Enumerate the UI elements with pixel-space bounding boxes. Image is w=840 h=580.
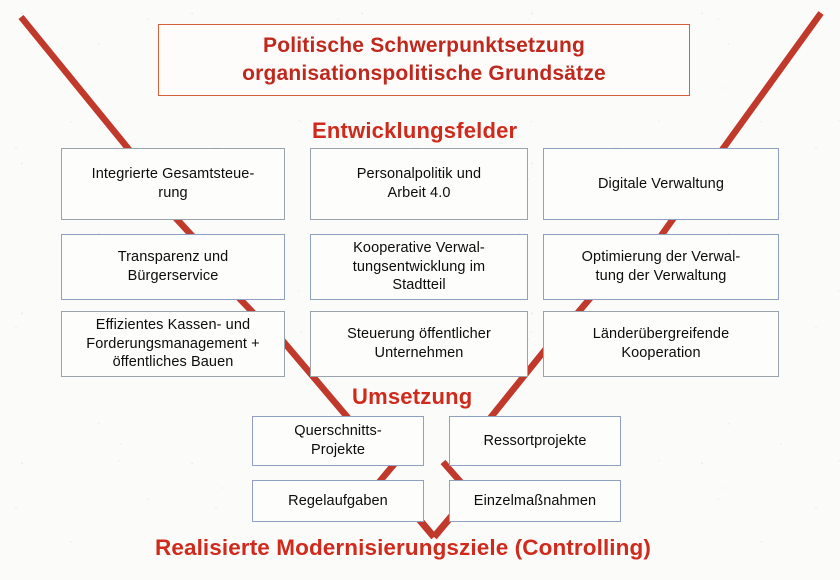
box-regelaufgaben[interactable]: Regelaufgaben: [252, 480, 424, 522]
header-title-line-2: organisationspolitische Grundsätze: [242, 62, 606, 85]
box-kooperative-verwaltungsentwicklung-im-stadtteil[interactable]: Kooperative Verwal- tungsentwicklung im …: [310, 234, 528, 300]
box-einzelmassnahmen[interactable]: Einzelmaßnahmen: [449, 480, 621, 522]
header-title-line-1: Politische Schwerpunktsetzung: [262, 34, 586, 58]
box-effizientes-kassen-und-forderungsmanagement[interactable]: Effizientes Kassen- und Forderungsmanage…: [61, 311, 285, 377]
line-top-left: [18, 14, 134, 155]
section-label-umsetzung: Umsetzung: [352, 384, 473, 409]
box-laenderuebergreifende-kooperation[interactable]: Länderübergreifende Kooperation: [543, 311, 779, 377]
box-integrierte-gesamtsteuerung[interactable]: Integrierte Gesamtsteue- rung: [61, 148, 285, 220]
header-title-box: Politische Schwerpunktsetzung organisati…: [158, 24, 690, 96]
footer-label-realisierte-modernisierungsziele: Realisierte Modernisierungsziele (Contro…: [155, 535, 651, 560]
line-top-right: [719, 11, 824, 152]
box-digitale-verwaltung[interactable]: Digitale Verwaltung: [543, 148, 779, 220]
box-transparenz-und-buergerservice[interactable]: Transparenz und Bürgerservice: [61, 234, 285, 300]
box-steuerung-oeffentlicher-unternehmen[interactable]: Steuerung öffentlicher Unternehmen: [310, 311, 528, 377]
section-label-entwicklungsfelder: Entwicklungsfelder: [312, 118, 518, 143]
box-querschnitts-projekte[interactable]: Querschnitts- Projekte: [252, 416, 424, 466]
box-personalpolitik-und-arbeit-40[interactable]: Personalpolitik und Arbeit 4.0: [310, 148, 528, 220]
box-ressortprojekte[interactable]: Ressortprojekte: [449, 416, 621, 466]
box-optimierung-der-verwaltung-der-verwaltung[interactable]: Optimierung der Verwal- tung der Verwalt…: [543, 234, 779, 300]
